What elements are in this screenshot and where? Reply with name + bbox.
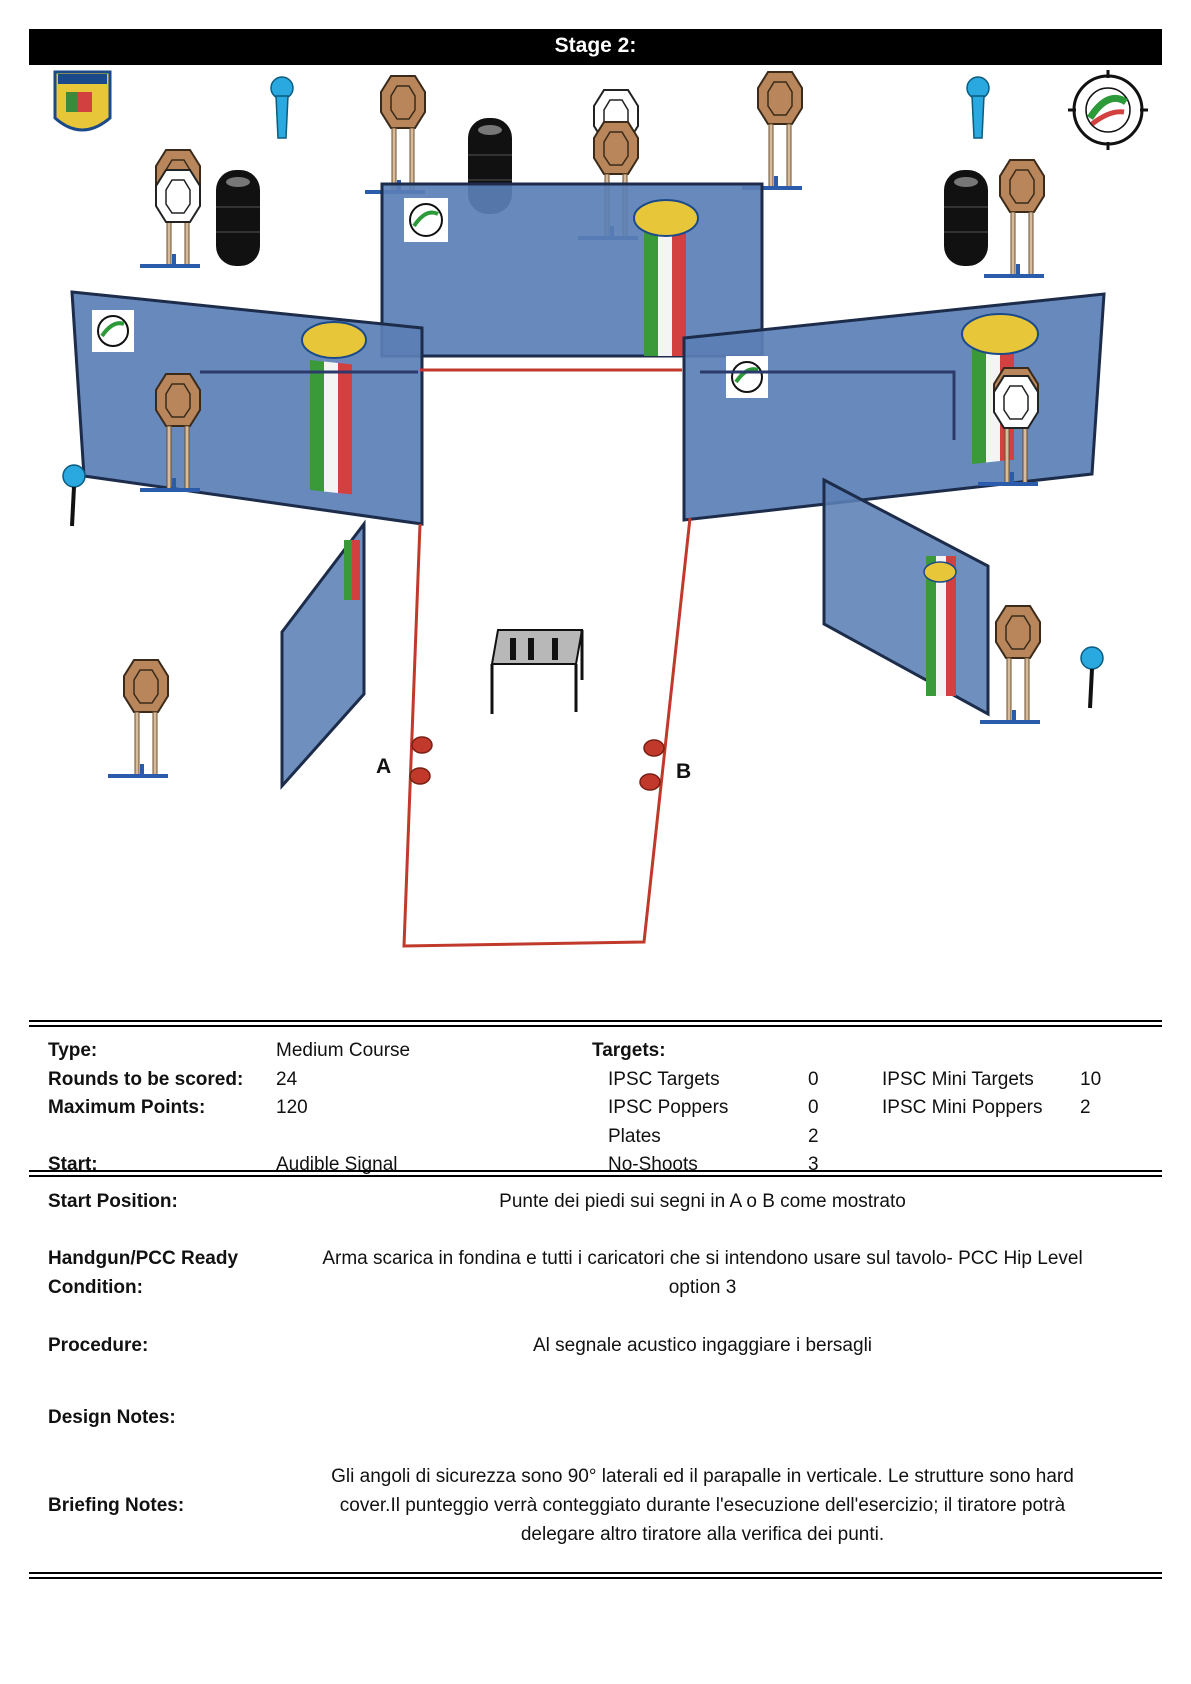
target-type-name: Plates: [608, 1126, 661, 1147]
loading-table: [490, 629, 584, 714]
target-type-count: 3: [808, 1154, 819, 1175]
briefing-notes-value: delegare altro tiratore alla verifica de…: [520, 1524, 885, 1545]
start-label-b: B: [676, 760, 691, 783]
ready-condition-value: Arma scarica in fondina e tutti i carica…: [322, 1248, 1083, 1269]
briefing-notes-label: Briefing Notes:: [48, 1495, 185, 1516]
type-label: Type:: [48, 1040, 98, 1061]
max-points-label: Maximum Points:: [48, 1097, 206, 1118]
target-top-3: [741, 71, 803, 191]
target-type-name: IPSC Targets: [608, 1069, 720, 1090]
target-type-count: 2: [808, 1126, 819, 1147]
start-label: Start:: [48, 1154, 98, 1175]
target-type-count: 0: [808, 1069, 819, 1090]
target-lower-left: [107, 659, 169, 779]
start-position-label: Start Position:: [48, 1191, 178, 1212]
start-mark-b2: [639, 773, 661, 791]
left-wall: [70, 290, 424, 526]
popper-left-side: [62, 464, 86, 527]
start-label-a: A: [376, 755, 391, 778]
start-mark-a1: [411, 736, 433, 754]
rule-bottom: [29, 1572, 1162, 1579]
targets-label: Targets:: [592, 1040, 666, 1061]
procedure-label: Procedure:: [48, 1335, 149, 1356]
popper-top-right: [966, 76, 990, 139]
max-points-value: 120: [276, 1097, 308, 1118]
fitds-logo: [53, 70, 112, 132]
stage-info: Type: Medium Course Rounds to be scored:…: [0, 1024, 1191, 1175]
design-notes-label: Design Notes:: [48, 1407, 176, 1428]
rounds-label: Rounds to be scored:: [48, 1069, 244, 1090]
start-mark-a2: [409, 767, 431, 785]
mini-target-name: IPSC Mini Poppers: [882, 1097, 1043, 1118]
target-type-name: IPSC Poppers: [608, 1097, 729, 1118]
shooting-area: [402, 368, 692, 948]
start-value: Audible Signal: [276, 1154, 398, 1175]
target-upper-right: [983, 159, 1045, 279]
noshoot-upper-left: [155, 169, 201, 223]
briefing-notes-value: Gli angoli di sicurezza sono 90° lateral…: [331, 1466, 1074, 1487]
barrel-right: [943, 169, 989, 267]
left-panel: [280, 519, 366, 790]
stage-title: Stage 2:: [554, 34, 637, 57]
type-value: Medium Course: [276, 1040, 411, 1061]
ready-condition-value: option 3: [668, 1277, 737, 1298]
start-position-value: Punte dei piedi sui segni in A o B come …: [499, 1191, 906, 1212]
rule-top: [29, 1020, 1162, 1027]
noshoot-right-wall: [993, 375, 1039, 429]
mini-target-name: IPSC Mini Targets: [882, 1069, 1034, 1090]
start-mark-b1: [643, 739, 665, 757]
target-type-count: 0: [808, 1097, 819, 1118]
popper-lower-right: [1080, 646, 1104, 709]
rounds-value: 24: [276, 1069, 298, 1090]
procedure-value: Al segnale acustico ingaggiare i bersagl…: [532, 1335, 873, 1356]
briefing-notes-value: cover.Il punteggio verrà conteggiato dur…: [339, 1495, 1066, 1516]
popper-top-left: [270, 76, 294, 139]
mini-target-count: 10: [1080, 1069, 1102, 1090]
club-logo: [1068, 70, 1148, 150]
mini-target-count: 2: [1080, 1097, 1091, 1118]
ready-condition-label: Handgun/PCC Ready: [48, 1248, 239, 1269]
right-panel: [822, 477, 990, 717]
stage-diagram: A B: [53, 70, 1148, 948]
right-wall: [682, 292, 1106, 522]
title-underline: [29, 63, 1162, 65]
barrel-left: [215, 169, 261, 267]
stage-title-bar: Stage 2:: [29, 29, 1162, 63]
target-type-name: No-Shoots: [608, 1154, 698, 1175]
target-top-1: [364, 75, 426, 195]
ready-condition-label: Condition:: [48, 1277, 143, 1298]
rule-middle: [29, 1170, 1162, 1177]
back-wall: [380, 182, 764, 358]
